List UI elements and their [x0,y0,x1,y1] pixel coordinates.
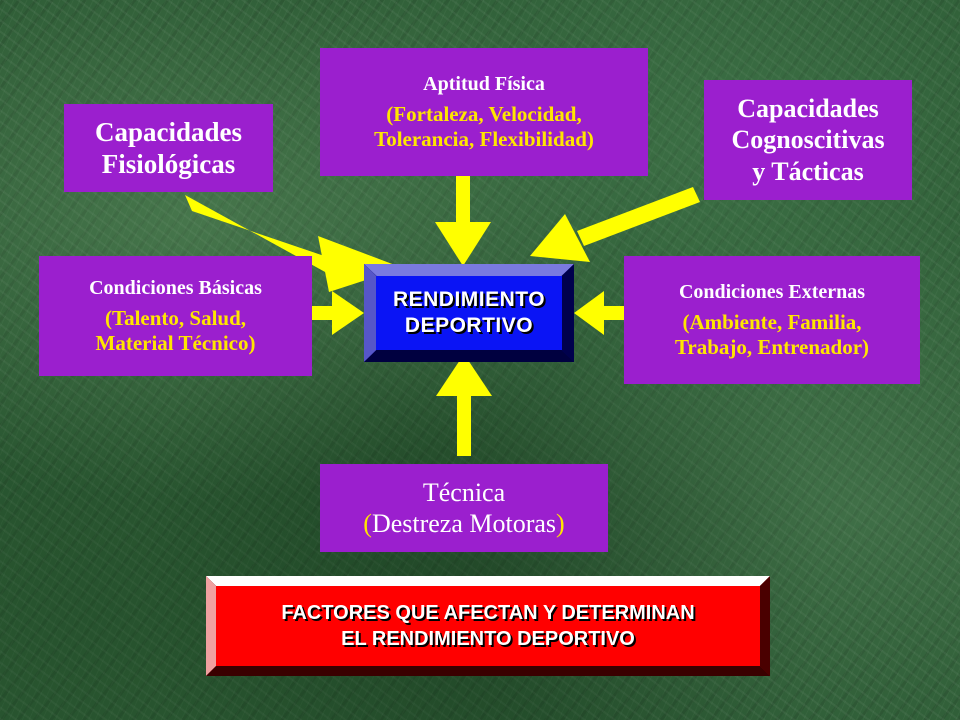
factor-detail: Talento, Salud, [111,305,247,330]
arrow-from-basicas [312,291,364,335]
center-label-line: RENDIMIENTO [392,287,546,311]
factor-label-line: Capacidades [737,94,879,124]
arrow-head [436,354,492,396]
center-label-line: DEPORTIVO [404,314,534,337]
close-paren: ) [556,509,565,538]
arrow-head [574,291,604,335]
center-label: RENDIMIENTO DEPORTIVO [376,276,562,350]
slide-title: FACTORES QUE AFECTAN Y DETERMINAN EL REN… [216,586,760,666]
arrow-from-externas [574,291,624,335]
bevel [206,576,216,676]
arrow-shaft [456,176,470,226]
factor-detail-line: Material Técnico) [96,331,256,356]
factor-detail: Fortaleza, Velocidad, [393,101,582,126]
factor-detail: Ambiente, Familia, [689,309,862,334]
arrow-from-cognoscitivas [530,187,700,262]
factor-label-line: y Tácticas [752,156,864,186]
factor-detail-line: Tolerancia, Flexibilidad) [374,127,594,152]
factor-detail-line: Trabajo, Entrenador) [675,335,869,360]
bevel [364,350,574,362]
open-paren: ( [363,509,372,538]
close-paren: ) [248,331,256,355]
bevel [206,576,770,586]
factor-detail-line: (Destreza Motoras) [363,508,564,539]
factor-title: Condiciones Externas [678,280,866,303]
factor-condiciones-basicas: Condiciones Básicas (Talento, Salud, Mat… [39,256,312,376]
arrow-head [318,236,403,292]
factor-tecnica: Técnica (Destreza Motoras) [320,464,608,552]
arrow-shaft [312,306,336,320]
slide-title-box: FACTORES QUE AFECTAN Y DETERMINAN EL REN… [206,576,770,676]
factor-label-line: Capacidades [94,116,243,147]
factor-detail-line: (Talento, Salud, [105,306,246,331]
bevel [364,264,574,276]
factor-detail-line: (Fortaleza, Velocidad, [386,102,581,127]
factor-detail: Trabajo, Entrenador [674,335,863,359]
bevel [364,264,376,362]
arrow-shaft [457,392,471,456]
factor-label-line: Cognoscitivas [731,125,885,155]
open-paren: ( [104,305,112,330]
arrow-head [332,291,364,335]
bevel [206,666,770,676]
factor-detail: Destreza Motoras [371,509,557,538]
factor-title: Aptitud Física [423,72,545,95]
arrow-shaft [577,187,700,246]
slide-title-line: FACTORES QUE AFECTAN Y DETERMINAN [281,602,695,624]
factor-title: Técnica [422,477,506,507]
factor-condiciones-externas: Condiciones Externas (Ambiente, Familia,… [624,256,920,384]
open-paren: ( [386,101,394,126]
slide-title-line: EL RENDIMIENTO DEPORTIVO [341,628,635,650]
factor-detail: Tolerancia, Flexibilidad [374,127,587,151]
close-paren: ) [586,127,594,151]
bevel [562,264,574,362]
arrow-from-tecnica [436,354,492,456]
factor-label-line: Fisiológicas [101,149,236,179]
bevel [760,576,770,676]
factor-detail: Material Técnico [95,331,249,355]
center-rendimiento-deportivo: RENDIMIENTO DEPORTIVO [364,264,574,362]
close-paren: ) [862,335,870,359]
arrow-from-aptitud [435,176,491,266]
factor-capacidades-fisiologicas: Capacidades Fisiológicas [64,104,273,192]
arrow-head [435,222,491,266]
factor-detail-line: (Ambiente, Familia, [682,310,861,335]
factor-capacidades-cognoscitivas: Capacidades Cognoscitivas y Tácticas [704,80,912,200]
open-paren: ( [682,309,690,334]
factor-title: Condiciones Básicas [89,276,262,299]
factor-aptitud-fisica: Aptitud Física (Fortaleza, Velocidad, To… [320,48,648,176]
arrow-shaft [600,306,624,320]
arrow-head [530,214,590,262]
